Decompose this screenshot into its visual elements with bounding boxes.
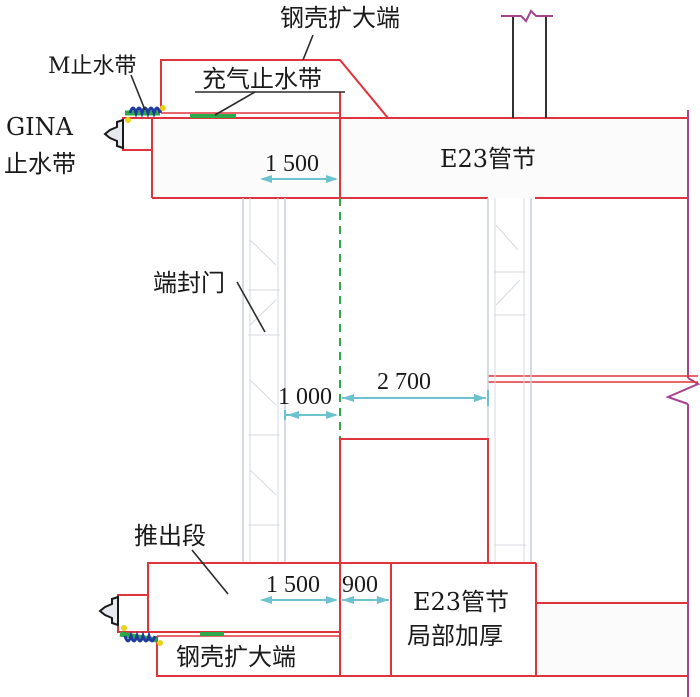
leader-end-door [236,281,266,333]
dim-label-bottom-1500: 1 500 [266,572,320,598]
m-seal-bottom [119,625,163,646]
leader-m-seal [130,74,146,111]
label-inflatable-seal: 充气止水带 [202,65,322,93]
label-gina-line2: 止水带 [4,150,76,178]
inflatable-seal-top [190,114,236,118]
end-door-right [487,198,532,563]
label-end-door: 端封门 [153,269,225,297]
dim-bottom-1500 [260,596,338,604]
inner-block-outline [339,438,489,563]
steel-shell-bottom-outline [156,636,688,677]
label-steel-shell-bottom: 钢壳扩大端 [176,643,296,671]
e23-bottom-slab-fill [536,603,688,676]
dim-mid-2700 [342,390,489,406]
gina-gasket-bottom [98,595,119,627]
dim-label-mid-2700: 2 700 [377,369,431,395]
push-out-section-outline [147,562,536,632]
label-steel-shell-top: 钢壳扩大端 [280,4,400,32]
dim-label-mid-1000: 1 000 [278,384,332,410]
label-e23-thicken-line2: 局部加厚 [407,622,503,650]
e23-top-slab-fill [152,118,688,198]
label-push-out-section: 推出段 [134,522,206,550]
dim-top-1500 [260,175,338,183]
leader-push-out [191,549,229,595]
label-m-seal: M止水带 [48,54,137,79]
gina-gasket-top [103,118,124,150]
label-e23-thicken-line1: E23管节 [413,588,509,616]
dim-label-bottom-900: 900 [342,572,378,598]
column-break-symbol [501,9,553,23]
dim-mid-1000 [284,410,338,420]
leader-steel-shell-top [302,34,314,61]
dim-bottom-900 [342,596,389,604]
leader-inflatable-seal [214,91,256,116]
right-wall-break-symbol [665,377,700,405]
inflatable-seal-bottom [200,632,224,636]
end-door-left [242,198,286,563]
label-gina-line1: GINA [6,113,74,141]
label-e23-segment: E23管节 [440,145,536,173]
steel-shell-top-outline [160,59,389,119]
dim-label-top-1500: 1 500 [265,151,319,177]
